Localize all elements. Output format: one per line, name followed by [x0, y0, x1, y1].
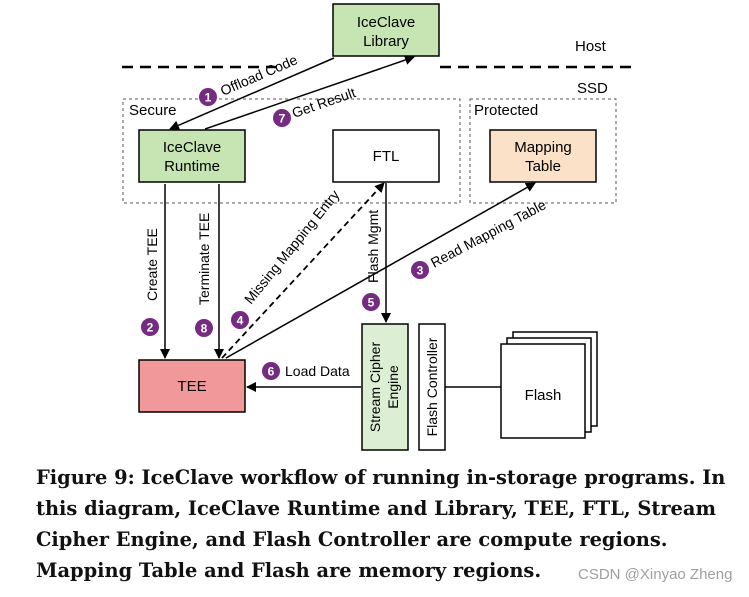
protected-region — [469, 98, 617, 204]
step-5-label: Flash Mgmt — [365, 210, 381, 283]
step-5-badge — [362, 293, 380, 311]
flash-controller-label: Flash Controller — [424, 337, 440, 436]
step-6-badge — [262, 362, 280, 380]
flash-label: Flash — [525, 387, 562, 404]
step-2-num: 2 — [147, 321, 154, 335]
step-8-num: 8 — [201, 322, 208, 336]
step-3-badge — [411, 261, 429, 279]
step-8-label: Terminate TEE — [196, 213, 212, 305]
iceclave-library-line1: IceClave — [357, 14, 415, 31]
step-1-label: Offload Code — [218, 51, 300, 98]
ftl-label: FTL — [373, 148, 400, 165]
step-7-badge — [273, 109, 291, 127]
host-label: Host — [575, 38, 607, 55]
iceclave-library-box — [332, 3, 440, 57]
stream-cipher-line1: Stream Cipher — [367, 342, 383, 433]
mapping-table-box — [489, 129, 597, 183]
step-7-label: Get Result — [290, 84, 358, 121]
iceclave-library-line2: Library — [363, 33, 409, 50]
step-4-label: Missing Mapping Entry — [241, 187, 343, 307]
tee-label: TEE — [177, 378, 206, 395]
step-5-num: 5 — [368, 296, 375, 310]
secure-label: Secure — [129, 102, 177, 119]
step-2-label: Create TEE — [144, 228, 160, 301]
iceclave-runtime-line2: Runtime — [164, 158, 220, 175]
step-3-num: 3 — [417, 264, 424, 278]
flash-controller-box — [418, 323, 446, 451]
protected-label: Protected — [474, 102, 538, 119]
arrow-missing-mapping-entry — [221, 182, 385, 359]
ssd-label: SSD — [577, 80, 608, 97]
mapping-table-line1: Mapping — [514, 139, 572, 156]
flash-box — [500, 343, 586, 439]
arrow-offload-code — [169, 57, 335, 131]
iceclave-runtime-line1: IceClave — [163, 139, 221, 156]
arrow-read-mapping-table — [225, 182, 536, 359]
step-6-num: 6 — [268, 365, 275, 379]
step-1-badge — [199, 88, 217, 106]
step-7-num: 7 — [279, 112, 286, 126]
step-4-num: 4 — [237, 314, 244, 328]
step-2-badge — [141, 318, 159, 336]
mapping-table-line2: Table — [525, 158, 561, 175]
stream-cipher-engine-box — [361, 323, 409, 451]
ftl-box — [332, 129, 440, 183]
watermark: CSDN @Xinyao Zheng — [578, 566, 733, 583]
step-4-badge — [231, 311, 249, 329]
stream-cipher-line2: Engine — [385, 365, 401, 409]
step-1-num: 1 — [205, 91, 212, 105]
arrow-get-result — [204, 55, 415, 130]
iceclave-runtime-box — [138, 129, 246, 183]
figure-caption: Figure 9: IceClave workflow of running i… — [36, 466, 726, 582]
step-8-badge — [195, 319, 213, 337]
workflow-diagram: Host SSD Secure Protected IceClave Libra… — [122, 3, 632, 451]
tee-box — [138, 359, 246, 413]
step-6-label: Load Data — [285, 363, 350, 379]
